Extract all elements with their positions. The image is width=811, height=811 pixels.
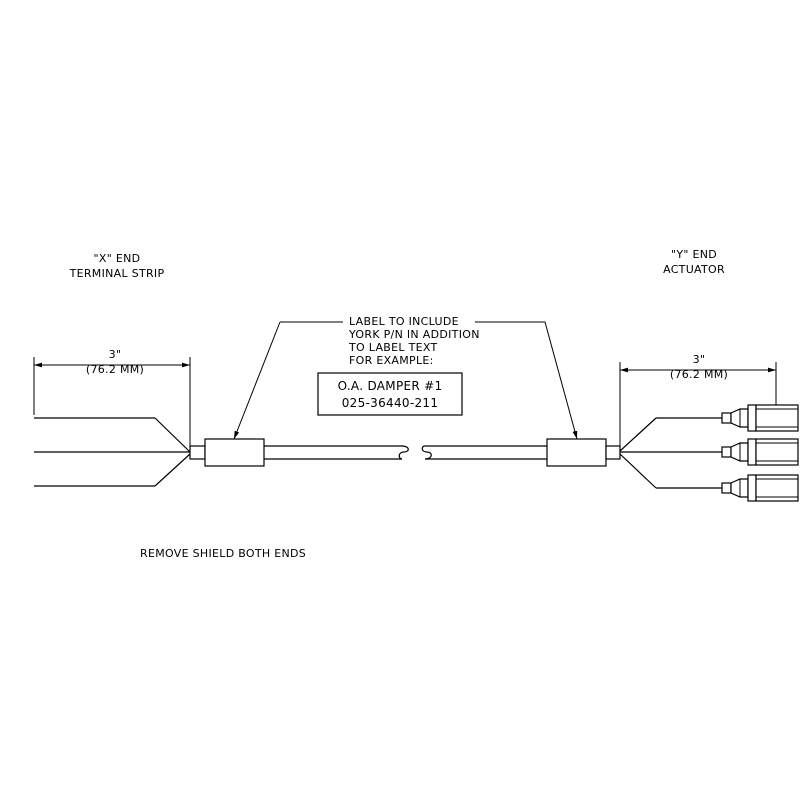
x-end-dim-mm: (76.2 MM)	[86, 363, 144, 376]
x-end-dim-inches: 3"	[109, 348, 122, 361]
terminal-connector	[721, 438, 799, 466]
shield-note: REMOVE SHIELD BOTH ENDS	[140, 547, 306, 560]
label-note-line1: LABEL TO INCLUDE	[349, 315, 459, 328]
x-end-title: "X" END	[94, 252, 141, 265]
y-end-dim-inches: 3"	[693, 353, 706, 366]
y-end-title: "Y" END	[671, 248, 717, 261]
cable-body	[189, 438, 621, 467]
example-label-line2: 025-36440-211	[342, 396, 439, 410]
example-label-line1: O.A. DAMPER #1	[338, 379, 443, 393]
terminal-connector	[721, 474, 799, 502]
label-note: LABEL TO INCLUDE YORK P/N IN ADDITION TO…	[233, 315, 578, 440]
right-sleeve	[546, 438, 607, 467]
x-end-subtitle: TERMINAL STRIP	[69, 267, 165, 280]
label-note-line3: TO LABEL TEXT	[348, 341, 438, 354]
y-end-wires	[619, 417, 722, 489]
y-end-dimension: 3" (76.2 MM)	[619, 353, 777, 450]
y-end-dim-mm: (76.2 MM)	[670, 368, 728, 381]
terminal-connector	[721, 404, 799, 432]
label-note-line4: FOR EXAMPLE:	[349, 354, 434, 367]
example-label-box: O.A. DAMPER #1 025-36440-211	[317, 372, 463, 416]
label-note-line2: YORK P/N IN ADDITION	[348, 328, 480, 341]
y-end-subtitle: ACTUATOR	[663, 263, 725, 276]
x-end-wires	[34, 417, 191, 487]
left-sleeve	[204, 438, 265, 467]
x-end-dimension: 3" (76.2 MM)	[33, 348, 191, 450]
